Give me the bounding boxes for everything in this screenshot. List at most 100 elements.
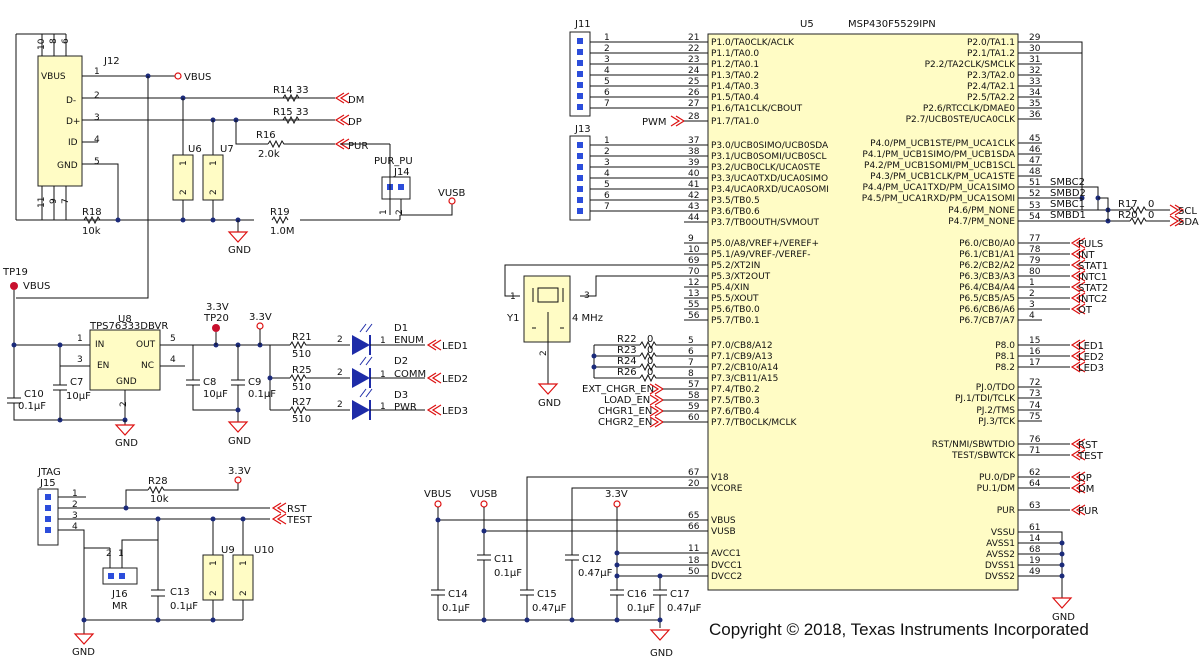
u5-right-pin-name: DVSS2 (985, 572, 1015, 582)
r16-val: 2.0k (258, 149, 280, 160)
c17-ref: C17 (670, 589, 690, 600)
u5-left-pin-name: P3.7/TB0OUTH/SVMOUT (711, 218, 819, 228)
u5-left-pin-num: 37 (688, 136, 699, 146)
j14-name: PUR_PU (374, 156, 413, 167)
u5-left-pin-num: 38 (688, 147, 700, 157)
puls-label: PULS (1078, 239, 1103, 250)
rst-label-2: RST (1078, 440, 1098, 451)
u5-right-pin-num: 68 (1029, 545, 1041, 555)
d2-pin2: 2 (337, 368, 343, 378)
j13-pin2: 2 (604, 147, 610, 157)
j12-num-4: 4 (94, 135, 100, 145)
j11-pins (577, 38, 583, 110)
u5-right-pin-num: 73 (1029, 389, 1040, 399)
u5-right-pin-num: 32 (1029, 66, 1040, 76)
u6-pin2: 2 (179, 189, 189, 195)
v33-label-2: 3.3V (228, 466, 251, 477)
u5-left-pin-name: P5.3/XT2OUT (711, 272, 771, 282)
j16-pin1: 1 (118, 549, 124, 559)
u8-in: IN (95, 340, 104, 350)
u5-left-pin-num: 58 (688, 391, 700, 401)
gnd-label-1: GND (228, 245, 251, 256)
chgr1-en-label: CHGR1_EN (598, 406, 652, 417)
y1-pin3: 3 (584, 291, 590, 301)
u5-right-pin-num: 48 (1029, 167, 1041, 177)
j12-pin-dplus: D+ (66, 117, 80, 127)
stat2-label: STAT2 (1078, 283, 1108, 294)
u5-right-pin-name: P8.2 (995, 363, 1015, 373)
usb-signal-network: VBUS R14 33 R15 33 R16 2.0k DM DP PUR (16, 72, 368, 299)
c7-ref: C7 (70, 377, 83, 388)
u10-pin1: 1 (239, 560, 249, 566)
pwm-label: PWM (642, 117, 667, 128)
u5-right-pin-name: P4.2/PM_UCB1SOMI/PM_UCB1SCL (864, 161, 1015, 171)
u5-left-pin-num: 39 (688, 158, 700, 168)
r18-val: 10k (82, 226, 101, 237)
u5-left-pin-num: 66 (688, 522, 700, 532)
u5-left-pin-num: 5 (688, 336, 694, 346)
r20-ref: R20 (1118, 210, 1138, 221)
c11-val: 0.1µF (494, 568, 522, 579)
u5-right-pin-name: P6.4/CB4/A4 (959, 283, 1015, 293)
led3-label-2: LED3 (1078, 363, 1104, 374)
u5-right-pin-num: 76 (1029, 435, 1041, 445)
c9-val: 0.1µF (248, 389, 276, 400)
u5-right-pin-name: P2.6/RTCCLK/DMAE0 (923, 104, 1015, 114)
dp-label-2: DP (1078, 473, 1092, 484)
j15-pin3: 3 (72, 511, 78, 521)
u5-right-pin-name: TEST/SBWTCK (951, 451, 1016, 461)
d3-ref: D3 (394, 390, 408, 401)
u5-right-pin-name: PU.1/DM (977, 484, 1015, 494)
u5-right-pin-num: 45 (1029, 134, 1040, 144)
u5-left-pin-name: P5.1/A9/VREF-/VEREF- (711, 250, 810, 260)
u5-right-pin-name: PJ.0/TDO (976, 383, 1015, 393)
u5-right-pin-num: 74 (1029, 401, 1041, 411)
u5-left-pin-name: P1.2/TA0.1 (711, 60, 759, 70)
j12-num-1: 1 (94, 67, 100, 77)
charger-enable-flags: EXT_CHGR_EN LOAD_EN CHGR1_EN CHGR2_EN (582, 383, 684, 428)
d1-pin2: 2 (337, 335, 343, 345)
r27-ref: R27 (292, 397, 312, 408)
u5-right-pin-num: 3 (1029, 300, 1035, 310)
j14-pin1: 1 (379, 209, 389, 215)
j15-pin2: 2 (72, 500, 78, 510)
j11-pin4: 4 (604, 66, 610, 76)
u5-left-pin-num: 12 (688, 278, 699, 288)
u5-left-pin-name: P7.0/CB8/A12 (711, 341, 773, 351)
r28-ref: R28 (148, 476, 168, 487)
u9-ref: U9 (221, 545, 235, 556)
gnd-label-7: GND (650, 648, 673, 659)
u10-pin2: 2 (239, 590, 249, 596)
u5-right-pin-name: P2.1/TA1.2 (967, 49, 1015, 59)
u8-pin5: 5 (170, 334, 176, 344)
u5-left-pin-name: P1.1/TA0.0 (711, 49, 759, 59)
u5-right-pin-name: P4.5/PM_UCA1RXD/PM_UCA1SOMI (862, 194, 1015, 204)
j13-pin7: 7 (604, 202, 610, 212)
u5-left-pin-num: 56 (688, 311, 700, 321)
u5-left-pin-num: 25 (688, 77, 699, 87)
int-label: INT (1078, 250, 1095, 261)
u5-left-pin-name: P5.2/XT2IN (711, 261, 760, 271)
u5-left-pin-name: P3.3/UCA0TXD/UCA0SIMO (711, 174, 828, 184)
j16-pin2: 2 (106, 549, 112, 559)
j11-pin1: 1 (604, 33, 610, 43)
u5-right-pin-num: 64 (1029, 479, 1041, 489)
u5-right-pin-name: P6.7/CB7/A7 (959, 316, 1015, 326)
usb-connector-j12: J12 VBUS D- D+ ID GND 1 2 3 4 5 10 8 6 1… (15, 33, 401, 221)
u5-right-pin-num: 33 (1029, 77, 1040, 87)
u5-left-pin-num: 8 (688, 369, 694, 379)
u10-ref: U10 (254, 545, 274, 556)
u5-right-pin-num: 63 (1029, 501, 1040, 511)
u8-pin3: 3 (77, 355, 83, 365)
u5-left-pin-num: 21 (688, 33, 699, 43)
c15-val: 0.47µF (532, 603, 567, 614)
ground-icon (1051, 597, 1073, 609)
testpoint-tp20: 3.3V TP20 3.3V (203, 302, 290, 411)
u8-pin2: 2 (119, 401, 129, 407)
r26-val: 0 (647, 367, 653, 378)
j13-pin4: 4 (604, 169, 610, 179)
gnd-label-6: GND (1052, 612, 1075, 623)
u5-right-pin-num: 29 (1029, 33, 1041, 43)
u5-left-pin-num: 55 (688, 300, 699, 310)
j12-num-5: 5 (94, 157, 100, 167)
